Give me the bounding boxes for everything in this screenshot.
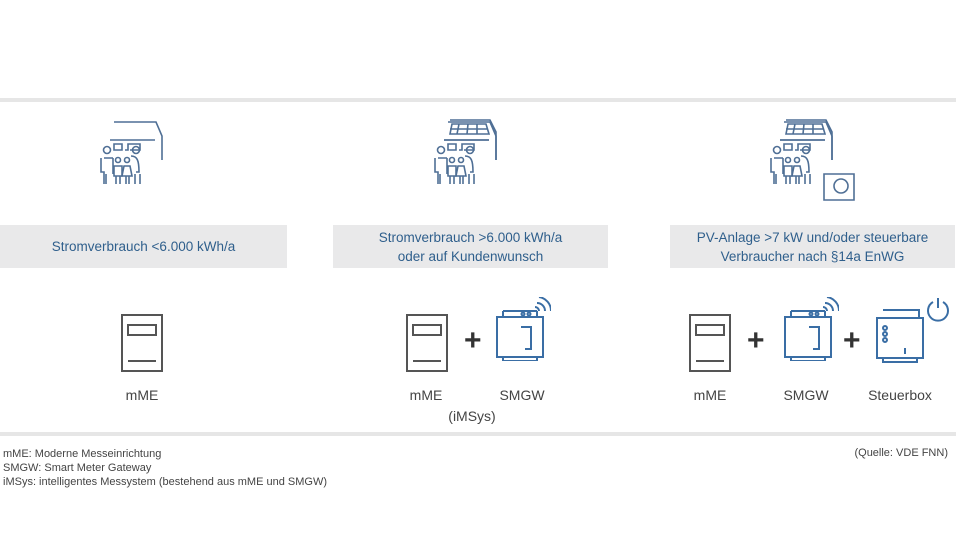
heat-pump-icon: [823, 173, 855, 201]
device-label-steuerbox: Steuerbox: [868, 387, 932, 403]
condition-line: Verbraucher nach §14a EnWG: [720, 248, 905, 264]
solar-panel-icon: [432, 118, 512, 198]
control-box-icon: [875, 300, 931, 364]
smart-meter-gateway-icon: [495, 297, 551, 361]
device-label-smgw: SMGW: [783, 387, 829, 403]
plus-sign: +: [464, 324, 482, 357]
condition-line: Stromverbrauch >6.000 kWh/a: [378, 229, 563, 245]
meter-icon: [120, 313, 164, 373]
device-label-mme: mME: [125, 387, 159, 403]
condition-line: PV-Anlage >7 kW und/oder steuerbare: [696, 229, 929, 245]
bottom-divider: [0, 432, 956, 436]
device-label-smgw: SMGW: [499, 387, 545, 403]
meter-icon: [688, 313, 732, 373]
top-divider: [0, 98, 956, 102]
smart-meter-gateway-icon: [783, 297, 839, 361]
plus-sign: +: [843, 324, 861, 357]
condition-line: oder auf Kundenwunsch: [397, 248, 544, 264]
condition-box-1: Stromverbrauch <6.000 kWh/a: [0, 225, 287, 268]
footnote: mME: Moderne Messeinrichtung: [3, 448, 162, 460]
footnote: SMGW: Smart Meter Gateway: [3, 462, 152, 474]
footnotes: mME: Moderne Messeinrichtung SMGW: Smart…: [3, 447, 327, 489]
device-label-mme: mME: [693, 387, 727, 403]
condition-text: Stromverbrauch <6.000 kWh/a: [51, 239, 236, 254]
footnote: iMSys: intelligentes Messystem (bestehen…: [3, 476, 328, 488]
condition-box-3: PV-Anlage >7 kW und/oder steuerbare Verb…: [670, 225, 955, 268]
household-icon: [98, 118, 178, 198]
imsys-note: (iMSys): [448, 408, 496, 424]
condition-box-2: Stromverbrauch >6.000 kWh/a oder auf Kun…: [333, 225, 608, 268]
plus-sign: +: [747, 324, 765, 357]
device-label-mme: mME: [409, 387, 443, 403]
power-icon: [927, 298, 949, 322]
source-note: (Quelle: VDE FNN): [854, 447, 948, 459]
meter-icon: [405, 313, 449, 373]
